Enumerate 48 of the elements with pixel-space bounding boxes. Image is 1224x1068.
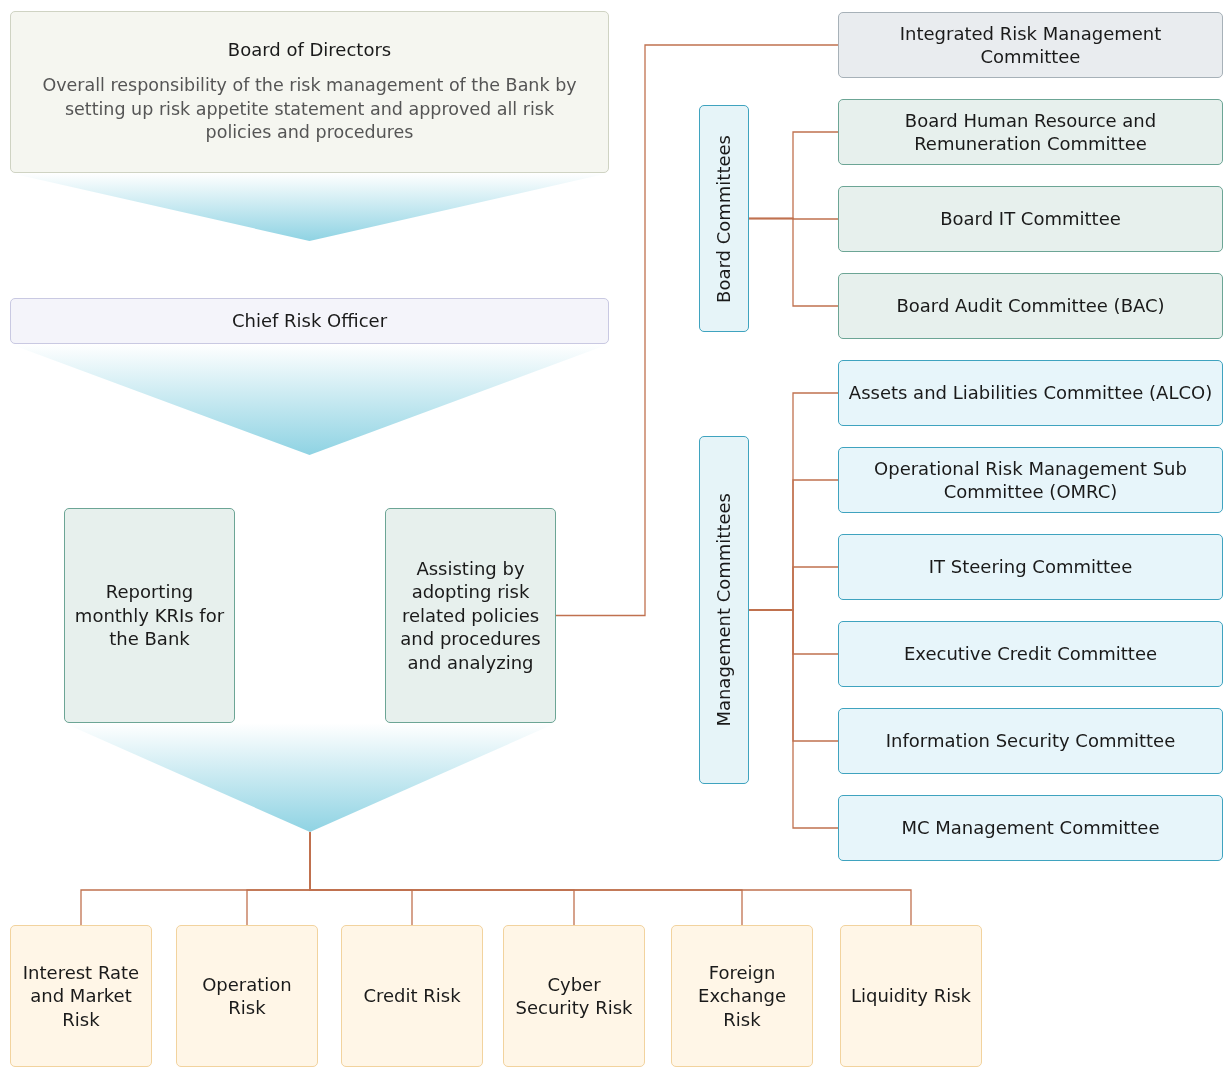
committee-box	[838, 708, 1223, 774]
committee-box	[838, 534, 1223, 600]
connector-line	[555, 44, 839, 617]
box-label: Interest Rate and Market Risk	[21, 960, 141, 1032]
committee-box	[838, 99, 1223, 165]
box-label: Executive Credit Committee	[903, 642, 1158, 666]
box-label: Board Committees	[712, 134, 736, 303]
box-label: Reporting monthly KRIs for the Bank	[74, 580, 225, 651]
risk-box	[671, 925, 813, 1067]
committee-box	[838, 795, 1223, 861]
board-box	[10, 11, 609, 173]
box-description: Overall responsibility of the risk management of the Bank by setting up risk appetite statement and approved all risk policies and procedures	[41, 74, 578, 145]
box-label: Foreign Exchange Risk	[697, 960, 787, 1032]
box-heading: Board of Directors	[227, 39, 392, 61]
committee-box	[838, 273, 1223, 339]
risk-box	[503, 925, 645, 1067]
committee-box	[838, 360, 1223, 426]
box-label: Information Security Committee	[885, 729, 1176, 753]
box-label: Operation Risk	[201, 972, 293, 1020]
connector-line	[748, 217, 839, 307]
risk-box	[341, 925, 483, 1067]
risk-box	[840, 925, 982, 1067]
box-label: MC Management Committee	[901, 816, 1160, 840]
box-label: Management Committees	[712, 493, 736, 727]
risk-box	[10, 925, 152, 1067]
box-label: Assisting by adopting risk related policies and procedures and analyzing	[399, 557, 542, 674]
box-label: Integrated Risk Management Committee	[898, 21, 1163, 69]
connector-line	[748, 609, 839, 829]
box-label: IT Steering Committee	[928, 555, 1133, 579]
box-label: Cyber Security Risk	[514, 972, 634, 1020]
committee-box	[838, 447, 1223, 513]
box-label: Assets and Liabilities Committee (ALCO)	[848, 381, 1213, 405]
process-box	[385, 508, 556, 723]
box-label: Operational Risk Management Sub Committee (OMRC)	[873, 456, 1188, 504]
committee-box	[838, 12, 1223, 78]
risk-box	[176, 925, 318, 1067]
box-label: Board Audit Committee (BAC)	[896, 294, 1165, 318]
box-label: Credit Risk	[363, 984, 461, 1008]
group-label-box	[699, 105, 749, 332]
box-label: Chief Risk Officer	[231, 309, 388, 333]
process-box	[64, 508, 235, 723]
officer-box	[10, 298, 609, 344]
box-label: Board Human Resource and Remuneration Committee	[903, 108, 1158, 156]
box-label: Board IT Committee	[940, 207, 1121, 231]
box-label: Liquidity Risk	[850, 984, 971, 1008]
committee-box	[838, 186, 1223, 252]
group-label-box	[699, 436, 749, 784]
committee-box	[838, 621, 1223, 687]
